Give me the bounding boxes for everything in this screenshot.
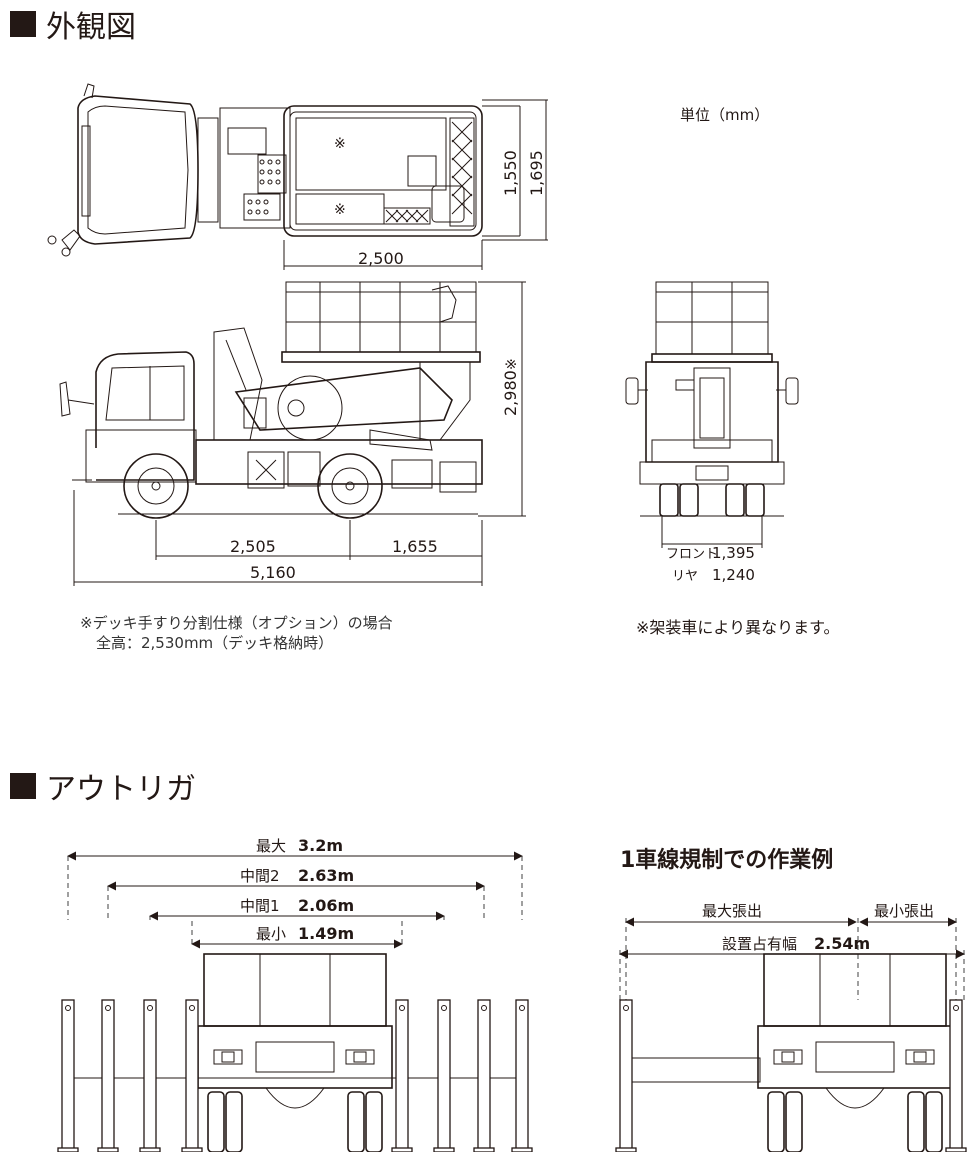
dim-rear-overhang: 1,655 [392, 537, 438, 556]
section-title-text: アウトリガ [46, 772, 196, 807]
outrigger-mid2-value: 2.63m [298, 866, 354, 885]
dim-wheelbase: 2,505 [230, 537, 276, 556]
outrigger-mid1-label: 中間1 [240, 897, 280, 915]
svg-text:※: ※ [334, 136, 346, 152]
lane-example-title: 1車線規制での作業例 [620, 848, 834, 873]
side-view-drawing [59, 281, 526, 586]
occupied-width-value: 2.54m [814, 934, 870, 953]
note-deck-rail-line2: 全高：2,530mm（デッキ格納時） [96, 634, 334, 652]
note-body-varies: ※架装車により異なります。 [636, 618, 840, 637]
note-deck-rail: ※デッキ手すり分割仕様（オプション）の場合 全高：2,530mm（デッキ格納時） [80, 613, 393, 653]
section-title-text: 外観図 [46, 10, 136, 45]
dim-top-length: 2,500 [358, 249, 404, 268]
outrigger-min-label: 最小 [256, 925, 286, 943]
section-title-outrigger: アウトリガ [10, 764, 196, 808]
front-view-drawing [625, 281, 799, 548]
svg-text:※: ※ [334, 202, 346, 218]
unit-label: 単位（mm） [680, 106, 770, 124]
square-bullet-icon [10, 773, 36, 799]
square-bullet-icon [10, 11, 36, 37]
tread-front-label: フロント [666, 547, 718, 562]
outrigger-mid1-value: 2.06m [298, 896, 354, 915]
dim-top-width-inner: 1,550 [501, 150, 520, 196]
lane-example-diagram [615, 917, 967, 1152]
outrigger-max-value: 3.2m [298, 836, 343, 855]
tread-front-value: 1,395 [712, 544, 755, 562]
tread-rear-value: 1,240 [712, 566, 755, 584]
dim-height-mark: ※ [504, 358, 520, 370]
section-title-exterior: 外観図 [10, 2, 136, 46]
top-view-drawing: ※ ※ [47, 83, 548, 270]
max-extension-label: 最大張出 [702, 902, 762, 920]
dim-top-width-outer: 1,695 [527, 150, 546, 196]
outrigger-min-value: 1.49m [298, 924, 354, 943]
min-extension-label: 最小張出 [874, 902, 934, 920]
tread-rear-label: リヤ [672, 569, 698, 584]
occupied-width-label: 設置占有幅 [722, 935, 797, 953]
outrigger-diagram [57, 851, 533, 1152]
note-deck-rail-line1: ※デッキ手すり分割仕様（オプション）の場合 [80, 614, 393, 632]
dim-height-value: 2,980 [501, 370, 520, 416]
dim-overall-length: 5,160 [250, 563, 296, 582]
outrigger-max-label: 最大 [256, 837, 286, 855]
outrigger-mid2-label: 中間2 [240, 867, 280, 885]
